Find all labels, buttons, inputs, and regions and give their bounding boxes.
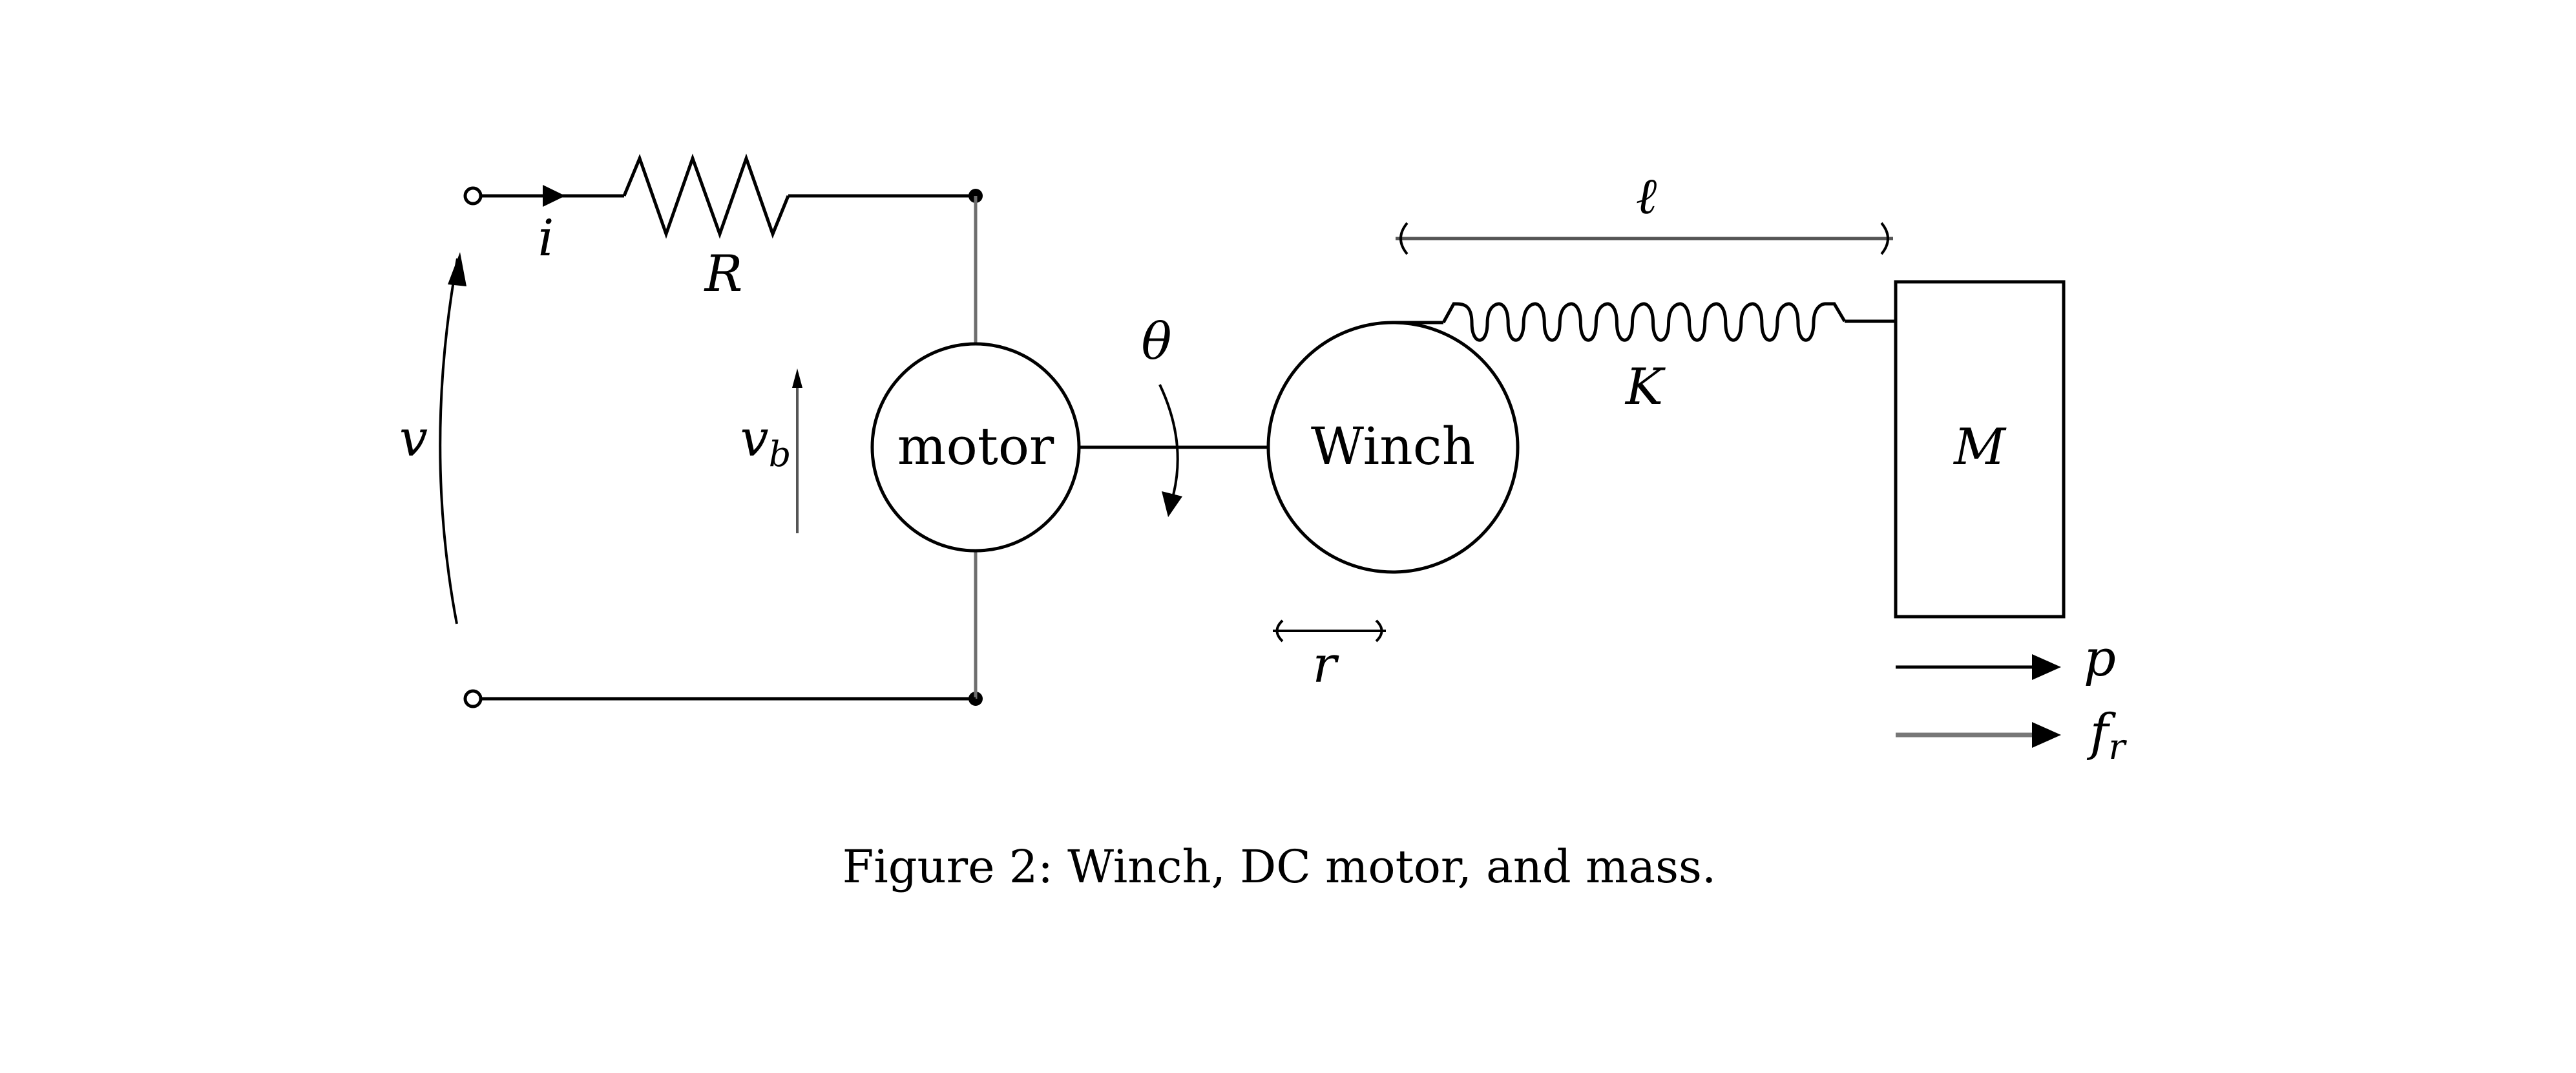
length-indicator: ℓ	[1396, 167, 1893, 255]
spring: K	[1393, 302, 1896, 416]
position-label: p	[2084, 630, 2116, 688]
mass: M	[1894, 280, 2066, 619]
current-arrow-icon	[543, 185, 565, 207]
rotation-arrow-head-icon	[1162, 491, 1182, 517]
circuit: i R v vb	[399, 153, 983, 708]
back-emf-label: vb	[740, 410, 791, 474]
voltage-arrow	[439, 258, 459, 624]
friction-indicator: fr	[1896, 704, 2128, 767]
figure-caption: Figure 2: Winch, DC motor, and mass.	[843, 840, 1716, 893]
resistor	[622, 153, 790, 239]
motor: motor	[870, 342, 1081, 553]
radius-left-tip-icon	[1275, 619, 1284, 643]
voltage-label: v	[399, 410, 428, 468]
mass-label: M	[1953, 418, 2007, 476]
spring-label: K	[1624, 358, 1666, 416]
rotation-arc	[1158, 384, 1179, 505]
radius-right-tip-icon	[1375, 619, 1383, 643]
length-left-tip-icon	[1399, 222, 1408, 255]
friction-arrow-head-icon	[2032, 722, 2061, 748]
friction-label: fr	[2087, 704, 2128, 767]
voltage-arrow-head-icon	[448, 252, 466, 286]
bottom-terminal	[463, 689, 483, 708]
position-indicator: p	[1896, 630, 2116, 688]
position-arrow-head-icon	[2032, 654, 2061, 680]
motor-label: motor	[897, 416, 1054, 476]
radius-label: r	[1312, 636, 1339, 694]
theta-label: θ	[1142, 313, 1172, 371]
current-label: i	[538, 209, 554, 268]
winch-label: Winch	[1311, 416, 1475, 476]
top-terminal	[463, 186, 483, 206]
spring-coil	[1441, 302, 1847, 342]
resistor-label: R	[704, 245, 743, 303]
back-emf-arrow-head-icon	[792, 368, 802, 388]
mass-block	[1894, 280, 2066, 619]
rotation-indicator: θ	[1142, 313, 1182, 517]
length-label: ℓ	[1636, 167, 1657, 226]
length-right-tip-icon	[1880, 222, 1889, 255]
winch: Winch	[1266, 321, 1520, 574]
radius-indicator: r	[1273, 619, 1386, 694]
